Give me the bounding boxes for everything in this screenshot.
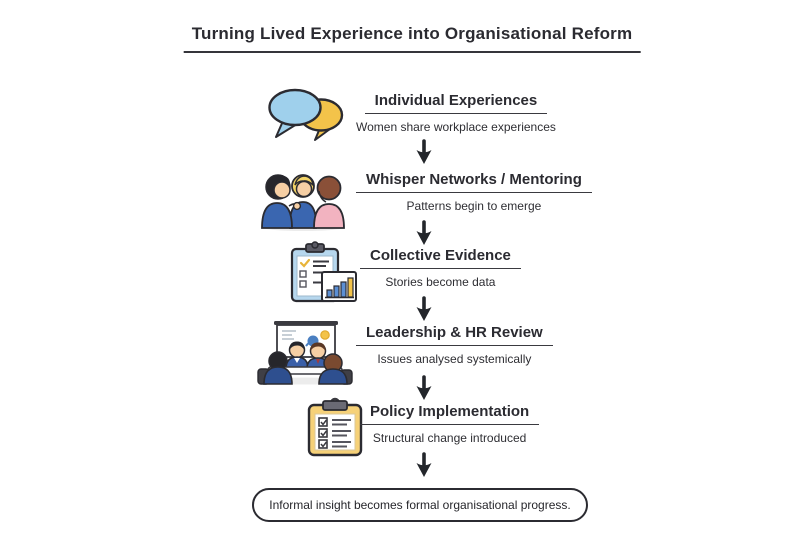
- stage-title-leadership-hr-review: Leadership & HR Review: [356, 324, 553, 346]
- stage-subtitle-collective-evidence: Stories become data: [385, 275, 496, 289]
- stage-title-collective-evidence: Collective Evidence: [360, 247, 521, 269]
- down-arrow-icon: [416, 452, 432, 477]
- speech-bubbles-icon: [268, 88, 344, 141]
- stage-subtitle-leadership-hr-review: Issues analysed systemically: [377, 352, 532, 366]
- stage-subtitle-individual-experiences: Women share workplace experiences: [356, 120, 556, 134]
- down-arrow-icon: [416, 375, 432, 400]
- people-talking-icon: [261, 174, 345, 231]
- stage-title-policy-implementation: Policy Implementation: [360, 403, 540, 425]
- down-arrow-icon: [416, 220, 432, 245]
- diagram-title: Turning Lived Experience into Organisati…: [183, 24, 641, 53]
- meeting-presentation-icon: [257, 321, 353, 385]
- conclusion-text: Informal insight becomes formal organisa…: [269, 498, 571, 512]
- checklist-clipboard-icon: [307, 397, 363, 457]
- conclusion-oval: Informal insight becomes formal organisa…: [252, 488, 588, 522]
- stage-title-whisper-networks: Whisper Networks / Mentoring: [356, 171, 592, 193]
- down-arrow-icon: [416, 296, 432, 321]
- stage-subtitle-whisper-networks: Patterns begin to emerge: [406, 199, 542, 213]
- stage-subtitle-policy-implementation: Structural change introduced: [372, 431, 527, 445]
- stage-title-individual-experiences: Individual Experiences: [364, 92, 548, 114]
- clipboard-bar-chart-icon: [290, 241, 357, 303]
- down-arrow-icon: [416, 139, 432, 164]
